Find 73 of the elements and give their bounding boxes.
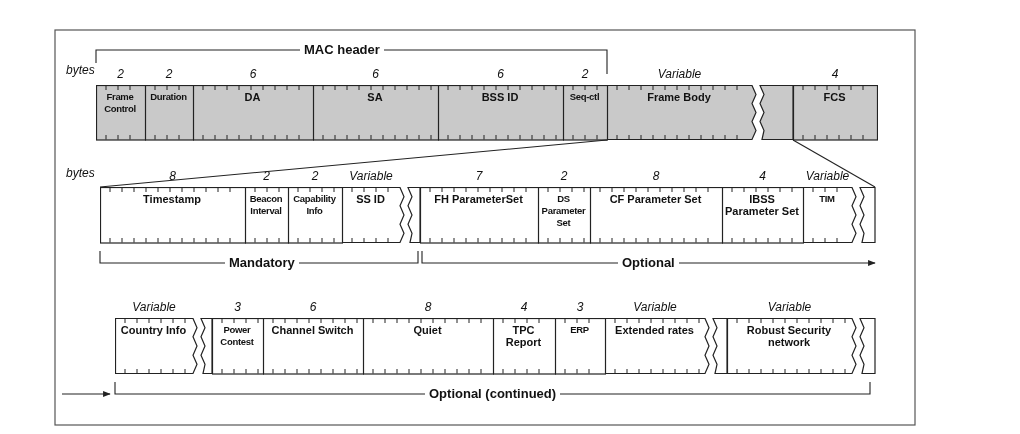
frame-field (342, 187, 420, 243)
bracket-label: Optional (continued) (425, 386, 561, 401)
field-label: Channel Switch (270, 324, 355, 336)
field-label: Robust Security network (745, 324, 833, 348)
field-label: Extended rates (614, 324, 695, 336)
field-label: Duration (149, 91, 188, 103)
frame-field (96, 85, 145, 140)
field-label: IBSS Parameter Set (724, 193, 800, 217)
frame-field (727, 318, 875, 374)
byte-size-label: 2 (560, 169, 568, 183)
frame-field (212, 318, 263, 374)
field-label: Power Contest (219, 324, 255, 348)
field-label: TPC Report (504, 324, 543, 348)
frame-field (145, 85, 193, 140)
field-label: Quiet (412, 324, 443, 336)
byte-size-label: 3 (576, 300, 584, 314)
frame-field (605, 318, 727, 374)
byte-size-label: Variable (805, 169, 850, 183)
frame-field (263, 318, 363, 374)
frame-field (245, 187, 288, 243)
field-label: Country Info (119, 324, 188, 336)
frame-field (313, 85, 438, 140)
bracket-label: MAC header (300, 42, 384, 57)
frame-field (115, 318, 212, 374)
byte-size-label: 8 (652, 169, 660, 183)
bracket-label: Mandatory (225, 255, 299, 270)
expansion-line (99, 139, 608, 188)
byte-size-label: 6 (372, 67, 379, 81)
byte-size-label: Variable (767, 300, 812, 314)
frame-field (538, 187, 590, 243)
field-label: CF Parameter Set (608, 193, 703, 205)
byte-size-label: 8 (169, 169, 176, 183)
byte-size-label: 2 (311, 169, 319, 183)
frame-field (555, 318, 605, 374)
byte-size-label: 8 (424, 300, 432, 314)
frame-field (493, 318, 555, 374)
field-label: SA (366, 91, 384, 103)
field-label: Capability Info (292, 193, 337, 217)
field-label: FH ParameterSet (433, 193, 524, 205)
frame-field (607, 85, 793, 140)
field-label: TIM (818, 193, 836, 205)
byte-size-label: 2 (165, 67, 173, 81)
frame-field (793, 85, 877, 140)
byte-size-label: 6 (497, 67, 504, 81)
field-label: Frame Body (646, 91, 712, 103)
frame-field (722, 187, 803, 243)
field-label: BSS ID (480, 91, 520, 103)
field-label: ERP (569, 324, 590, 336)
field-label: Seq-ctl (568, 91, 601, 103)
byte-size-label: 4 (520, 300, 528, 314)
byte-size-label: 6 (309, 300, 317, 314)
byte-size-label: 6 (249, 67, 257, 81)
bracket-label: Optional (618, 255, 679, 270)
field-label: Frame Control (103, 91, 137, 115)
byte-size-label: 4 (759, 169, 766, 183)
byte-size-label: 7 (475, 169, 483, 183)
field-label: FCS (822, 91, 847, 103)
byte-size-label: Variable (132, 300, 176, 314)
byte-size-label: Variable (657, 67, 702, 81)
field-label: DA (243, 91, 262, 103)
field-label: Timestamp (142, 193, 202, 205)
field-label: DS Parameter Set (540, 193, 587, 229)
field-label: SS ID (355, 193, 386, 205)
frame-field (803, 187, 875, 243)
byte-size-label: Variable (349, 169, 393, 183)
byte-size-label: 2 (117, 67, 124, 81)
frame-field (288, 187, 342, 243)
byte-size-label: 2 (581, 67, 589, 81)
frame-field (563, 85, 607, 140)
byte-size-label: 3 (234, 300, 241, 314)
byte-size-label: 4 (831, 67, 839, 81)
field-label: Beacon Interval (248, 193, 284, 217)
byte-size-label: Variable (633, 300, 677, 314)
